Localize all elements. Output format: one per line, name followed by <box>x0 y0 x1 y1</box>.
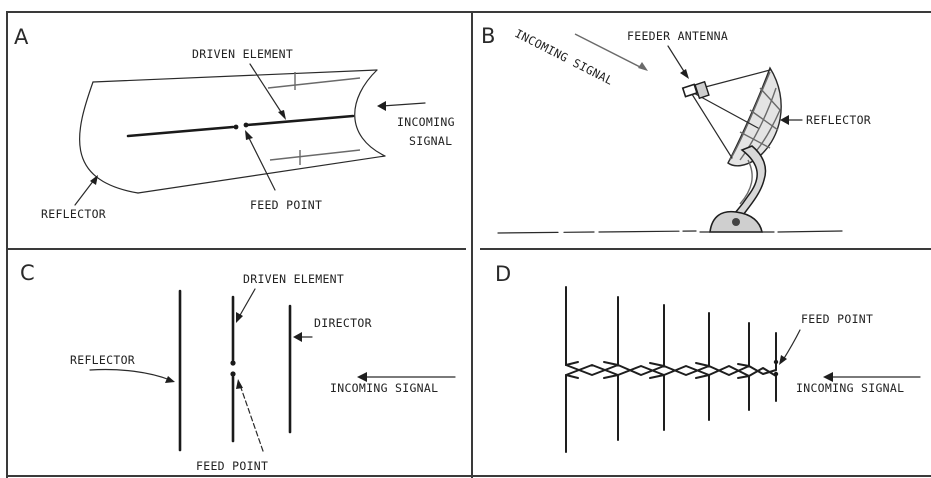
director-label: DIRECTOR <box>314 316 372 330</box>
panel-c-letter: C <box>20 261 35 285</box>
log-periodic-array <box>565 286 779 453</box>
panel-d-arrows <box>779 329 921 382</box>
ground-line-left <box>497 230 697 234</box>
panel-c: C DRIVEN ELEMENT DIRECTOR REFLECTOR INCO… <box>20 261 456 473</box>
incoming-signal-label: INCOMING SIGNAL <box>330 381 438 395</box>
dish-antenna <box>681 66 782 233</box>
driven-element-label: DRIVEN ELEMENT <box>192 47 293 61</box>
panel-a-letter: A <box>14 25 29 49</box>
feed-point-label: FEED POINT <box>801 312 873 326</box>
reflector-arrow <box>780 115 803 125</box>
ground-line-right <box>777 230 843 233</box>
panel-b-letter: B <box>481 24 495 48</box>
feeder-antenna-arrow <box>667 45 689 79</box>
panel-b: B INCOMING SIGNAL FEEDER ANTENNA <box>481 24 871 234</box>
trough-driven-element <box>126 114 355 138</box>
diagram-frame <box>6 11 931 478</box>
driven-element-label: DRIVEN ELEMENT <box>243 272 344 286</box>
panel-a-arrows <box>74 63 426 206</box>
panel-c-arrows <box>89 288 456 452</box>
panel-a: A DRIVE <box>14 25 455 221</box>
reflector-label: REFLECTOR <box>806 113 871 127</box>
incoming-signal-label: INCOMING SIGNAL <box>796 381 904 395</box>
feed-point-label: FEED POINT <box>250 198 322 212</box>
incoming-signal-label: INCOMING SIGNAL <box>513 26 616 88</box>
incoming-signal-label-line2: SIGNAL <box>409 134 452 148</box>
panel-d-letter: D <box>495 262 511 286</box>
reflector-label: REFLECTOR <box>70 353 135 367</box>
panel-d: D <box>495 262 921 453</box>
feeder-antenna-label: FEEDER ANTENNA <box>627 29 728 43</box>
feed-point-label: FEED POINT <box>196 459 268 473</box>
reflector-label: REFLECTOR <box>41 207 106 221</box>
yagi-elements <box>178 289 292 452</box>
incoming-signal-arrow <box>574 33 648 71</box>
trough-reflector <box>79 69 386 194</box>
incoming-signal-label-line1: INCOMING <box>397 115 455 129</box>
